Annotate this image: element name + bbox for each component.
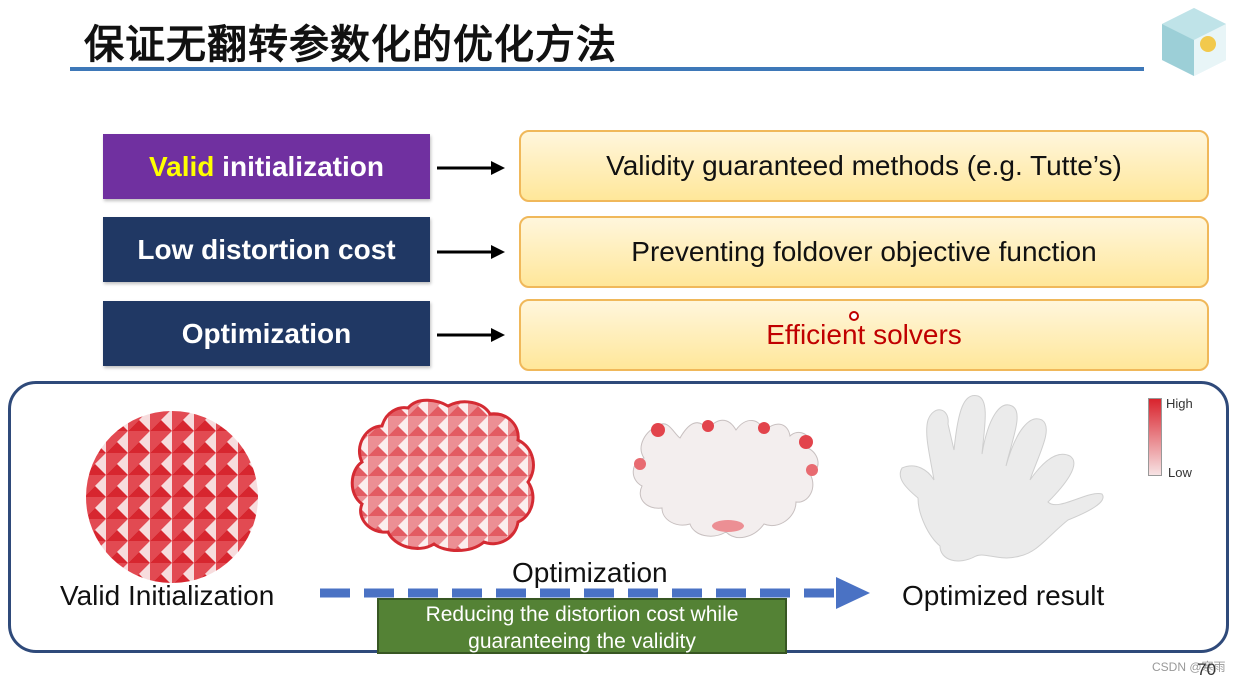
arrow-right-icon bbox=[437, 242, 507, 262]
foldover-objective-label: Preventing foldover objective function bbox=[631, 236, 1097, 267]
legend-high-label: High bbox=[1166, 396, 1193, 411]
validity-methods-label: Validity guaranteed methods (e.g. Tutte’… bbox=[606, 150, 1122, 181]
initialization-label: initialization bbox=[214, 150, 384, 182]
optimization-box: Optimization bbox=[103, 301, 430, 366]
optimization-label: Optimization bbox=[181, 317, 352, 349]
logo-icon bbox=[1162, 8, 1226, 76]
optimized-intermediate-mesh-image bbox=[632, 419, 819, 539]
efficient-solvers-box: Efficient solvers bbox=[519, 299, 1209, 371]
arrow-right-icon bbox=[437, 325, 507, 345]
low-distortion-label: Low distortion cost bbox=[137, 233, 396, 265]
watermark: CSDN @寒雨 bbox=[1152, 660, 1226, 674]
page-number: 70 bbox=[1197, 660, 1216, 679]
caption-optimized-result: Optimized result bbox=[902, 580, 1105, 611]
valid-initialization-box: Valid initialization bbox=[103, 134, 430, 199]
slide-title: 保证无翻转参数化的优化方法 bbox=[84, 22, 617, 68]
valid-highlight: Valid bbox=[149, 150, 215, 182]
arrow-right-icon bbox=[437, 158, 507, 178]
optimized-result-mesh-image bbox=[899, 394, 1104, 562]
foldover-objective-box: Preventing foldover objective function bbox=[519, 216, 1209, 288]
caption-optimization: Optimization bbox=[512, 557, 668, 588]
dashed-arrow-icon bbox=[320, 577, 870, 609]
caption-valid-initialization: Valid Initialization bbox=[60, 580, 275, 611]
intermediate-mesh-image bbox=[350, 398, 535, 552]
title-underline bbox=[70, 67, 1144, 71]
cursor-pointer-icon bbox=[849, 311, 859, 321]
disk-mesh-image bbox=[86, 411, 258, 583]
color-legend-bar bbox=[1148, 398, 1162, 476]
low-distortion-box: Low distortion cost bbox=[103, 217, 430, 282]
optimization-note-box: Reducing the distortion cost while guara… bbox=[377, 598, 787, 654]
legend-low-label: Low bbox=[1168, 465, 1192, 480]
validity-methods-box: Validity guaranteed methods (e.g. Tutte’… bbox=[519, 130, 1209, 202]
efficient-solvers-label: Efficient solvers bbox=[766, 319, 962, 350]
